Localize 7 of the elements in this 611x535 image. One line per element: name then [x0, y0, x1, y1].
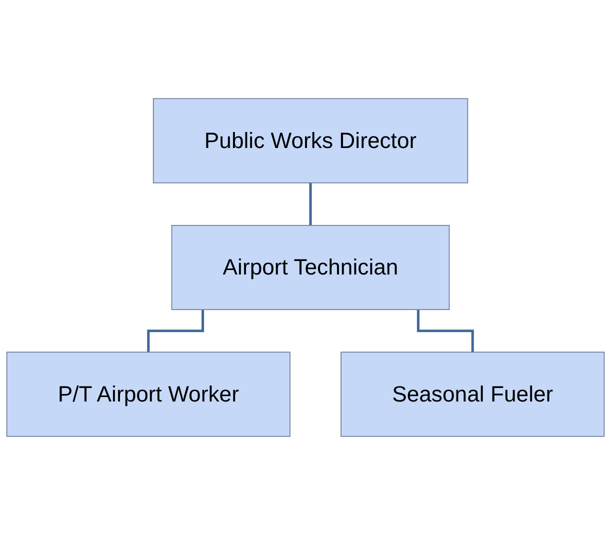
- connector: [309, 182, 312, 227]
- connector: [147, 310, 204, 354]
- node-box: Public Works Director: [152, 98, 468, 184]
- node-box: Airport Technician: [171, 224, 450, 310]
- node-box: Seasonal Fueler: [340, 352, 605, 437]
- connector: [416, 310, 474, 354]
- node-box: P/T Airport Worker: [6, 352, 290, 437]
